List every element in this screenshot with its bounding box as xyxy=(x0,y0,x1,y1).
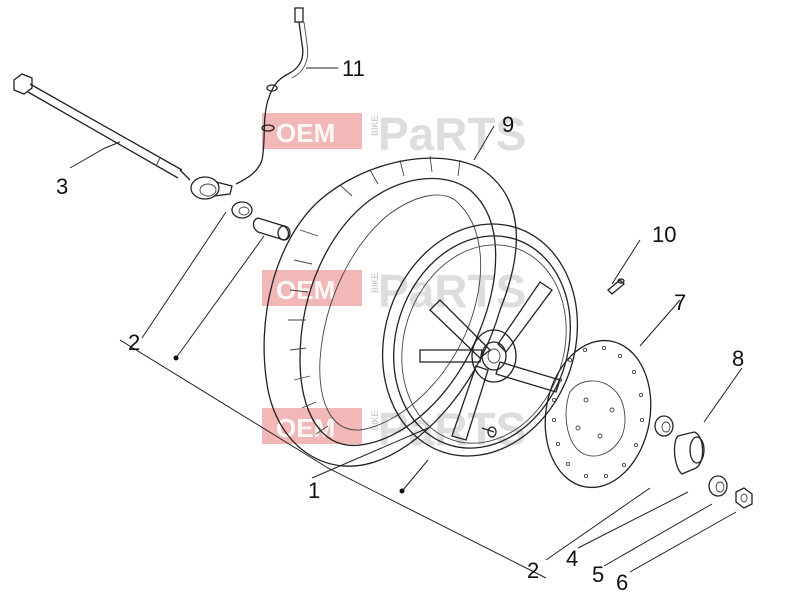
rim-part xyxy=(381,223,579,457)
svg-text:PaRTS: PaRTS xyxy=(378,265,526,317)
svg-text:OEM: OEM xyxy=(276,413,335,443)
callout-6: 6 xyxy=(616,570,628,595)
spacer-bushing-part xyxy=(252,217,291,241)
callout-5: 5 xyxy=(592,562,604,587)
callout-7: 7 xyxy=(674,290,686,315)
brake-disc-part xyxy=(544,339,652,489)
callout-11: 11 xyxy=(342,56,365,81)
spacer-part xyxy=(673,431,705,475)
svg-text:BIKE: BIKE xyxy=(370,272,380,293)
svg-text:OEM: OEM xyxy=(276,118,335,148)
rim-hub xyxy=(471,329,517,383)
speedometer-cable-part xyxy=(190,7,309,200)
callout-10: 10 xyxy=(652,222,676,247)
callout-9: 9 xyxy=(502,112,514,137)
callout-8: 8 xyxy=(732,346,744,371)
callout-4: 4 xyxy=(566,546,578,571)
speedometer-drive-housing xyxy=(190,176,233,200)
valve-part xyxy=(607,278,625,295)
svg-text:BIKE: BIKE xyxy=(370,115,380,136)
callout-1: 1 xyxy=(308,478,320,503)
callouts: 1 2 2 3 4 5 6 7 8 9 10 11 xyxy=(56,56,744,595)
axle-part xyxy=(13,73,191,181)
bearing-right-part xyxy=(654,415,674,437)
svg-text:PaRTS: PaRTS xyxy=(378,108,526,160)
callout-3: 3 xyxy=(56,174,68,199)
disc-bolt-part xyxy=(481,426,497,438)
bearing-left-part xyxy=(231,201,253,219)
dust-seal-part xyxy=(708,475,728,497)
callout-2-right: 2 xyxy=(527,558,539,583)
svg-text:OEM: OEM xyxy=(276,275,335,305)
callout-2-left: 2 xyxy=(128,330,140,355)
tyre-part xyxy=(263,155,517,467)
nut-part xyxy=(735,487,753,509)
brake-disc-holes xyxy=(551,345,645,479)
svg-text:BIKE: BIKE xyxy=(370,410,380,431)
watermark-top: OEM BIKE PaRTS xyxy=(262,108,526,160)
leader-lines xyxy=(69,67,743,579)
